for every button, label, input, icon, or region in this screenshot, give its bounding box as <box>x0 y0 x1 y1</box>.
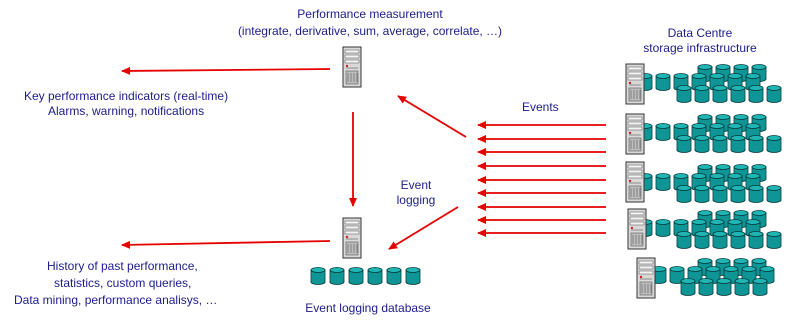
event-stream-arrows <box>477 121 606 237</box>
events-to-perf-arrow <box>397 95 467 138</box>
event-logging-line-1: Event <box>400 178 432 192</box>
kpi-arrow <box>121 66 331 75</box>
kpi-line-1: Key performance indicators (real-time) <box>24 89 229 103</box>
event-logging-line-2: logging <box>396 193 436 207</box>
storage-row-2-icon <box>625 113 782 155</box>
event-database-icon <box>310 267 421 285</box>
perf-title: Performance measurement <box>297 7 443 21</box>
history-line-3: Data mining, performance analisys, … <box>14 293 218 307</box>
datacentre-line-1: Data Centre <box>667 26 733 40</box>
storage-row-1-icon <box>625 63 782 105</box>
history-line-1: History of past performance, <box>47 259 198 273</box>
storage-row-4-icon <box>627 208 782 250</box>
datacentre-line-2: storage infrastructure <box>643 41 757 55</box>
history-arrow <box>121 240 331 249</box>
storage-row-3-icon <box>625 161 782 203</box>
performance-server-icon <box>342 46 362 88</box>
storage-row-5-icon <box>636 257 775 299</box>
events-label: Events <box>522 100 559 114</box>
logging-server-icon <box>342 217 362 259</box>
kpi-line-2: Alarms, warning, notifications <box>48 104 205 118</box>
events-to-logging-arrow <box>388 206 459 250</box>
db-label: Event logging database <box>305 301 431 315</box>
history-line-2: statistics, custom queries, <box>54 276 192 290</box>
perf-ops: (integrate, derivative, sum, average, co… <box>237 24 503 38</box>
